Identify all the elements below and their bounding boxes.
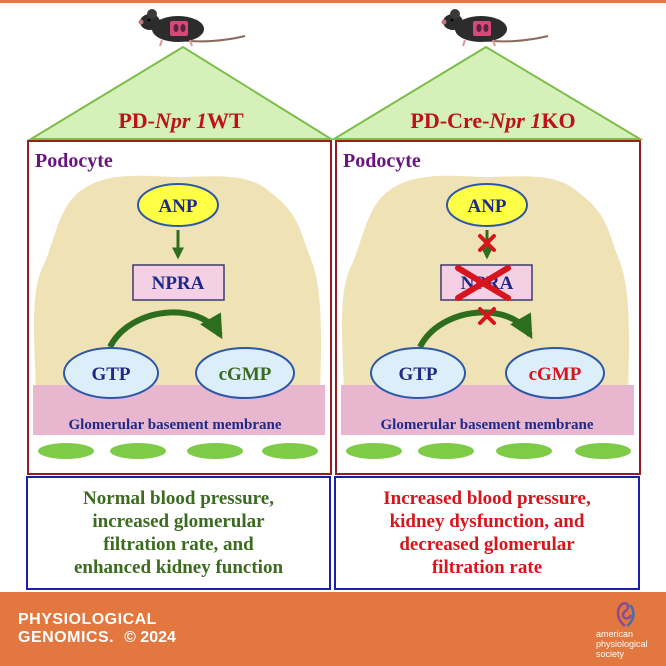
mouse-icon <box>138 9 246 47</box>
receptor-knockout-cross-icon <box>455 265 511 301</box>
mouse-icon <box>441 9 549 47</box>
gtp-label-ko: GTP <box>398 364 437 385</box>
outcome-text-ko: Increased blood pressure, kidney dysfunc… <box>383 488 591 578</box>
gtp-node-wt <box>63 347 159 399</box>
triangle-header-ko <box>330 45 644 140</box>
top-border <box>0 0 666 3</box>
cgmp-label-wt: cGMP <box>219 364 272 385</box>
cgmp-label-ko: cGMP <box>529 364 582 385</box>
society-logo-icon <box>616 602 635 627</box>
outcome-box-wt: Normal blood pressure, increased glomeru… <box>26 476 331 590</box>
anp-label-wt: ANP <box>158 196 197 217</box>
journal-name-line2: GENOMICS. <box>18 629 115 646</box>
membrane-label-ko: Glomerular basement membrane <box>380 417 593 433</box>
outcome-text-wt: Normal blood pressure, increased glomeru… <box>73 488 284 578</box>
society-name: american physiological society <box>596 629 648 659</box>
gtp-node-ko <box>370 347 466 399</box>
cell-label-wt: Podocyte <box>35 150 113 172</box>
anp-node-wt <box>137 183 219 227</box>
footer-bar: PHYSIOLOGICAL GENOMICS. © 2024 american p… <box>0 592 666 666</box>
genotype-label-ko: PD-Cre-Npr 1KO <box>410 108 575 133</box>
copyright-text: © 2024 <box>124 629 176 646</box>
gtp-label-wt: GTP <box>91 364 130 385</box>
glomerular-cells-ko <box>346 443 631 459</box>
cgmp-node-wt <box>195 347 295 399</box>
cell-label-ko: Podocyte <box>343 150 421 172</box>
journal-logo: PHYSIOLOGICAL GENOMICS. © 2024 <box>18 611 176 647</box>
panel-wt: PD-Npr 1WT Glomerular basement membrane … <box>27 9 335 475</box>
npra-node-wt <box>132 264 225 301</box>
npra-label-wt: NPRA <box>152 273 205 294</box>
journal-name-line1: PHYSIOLOGICAL <box>18 611 157 628</box>
triangle-header-wt <box>27 45 335 140</box>
glomerular-cells-wt <box>38 443 318 459</box>
conversion-arrow-wt <box>107 309 223 349</box>
blocked-icon <box>478 307 496 325</box>
anp-label-ko: ANP <box>467 196 506 217</box>
diagram: PD-Npr 1WT Glomerular basement membrane … <box>27 9 644 475</box>
membrane-label-wt: Glomerular basement membrane <box>68 417 281 433</box>
genotype-label-wt: PD-Npr 1WT <box>118 108 244 133</box>
anp-node-ko <box>446 183 528 227</box>
panel-ko: PD-Cre-Npr 1KO Glomerular basement membr… <box>330 9 644 475</box>
outcome-box-ko: Increased blood pressure, kidney dysfunc… <box>334 476 640 590</box>
cgmp-node-ko <box>505 347 605 399</box>
conversion-arrow-ko <box>417 309 533 349</box>
blocked-icon <box>478 234 496 252</box>
